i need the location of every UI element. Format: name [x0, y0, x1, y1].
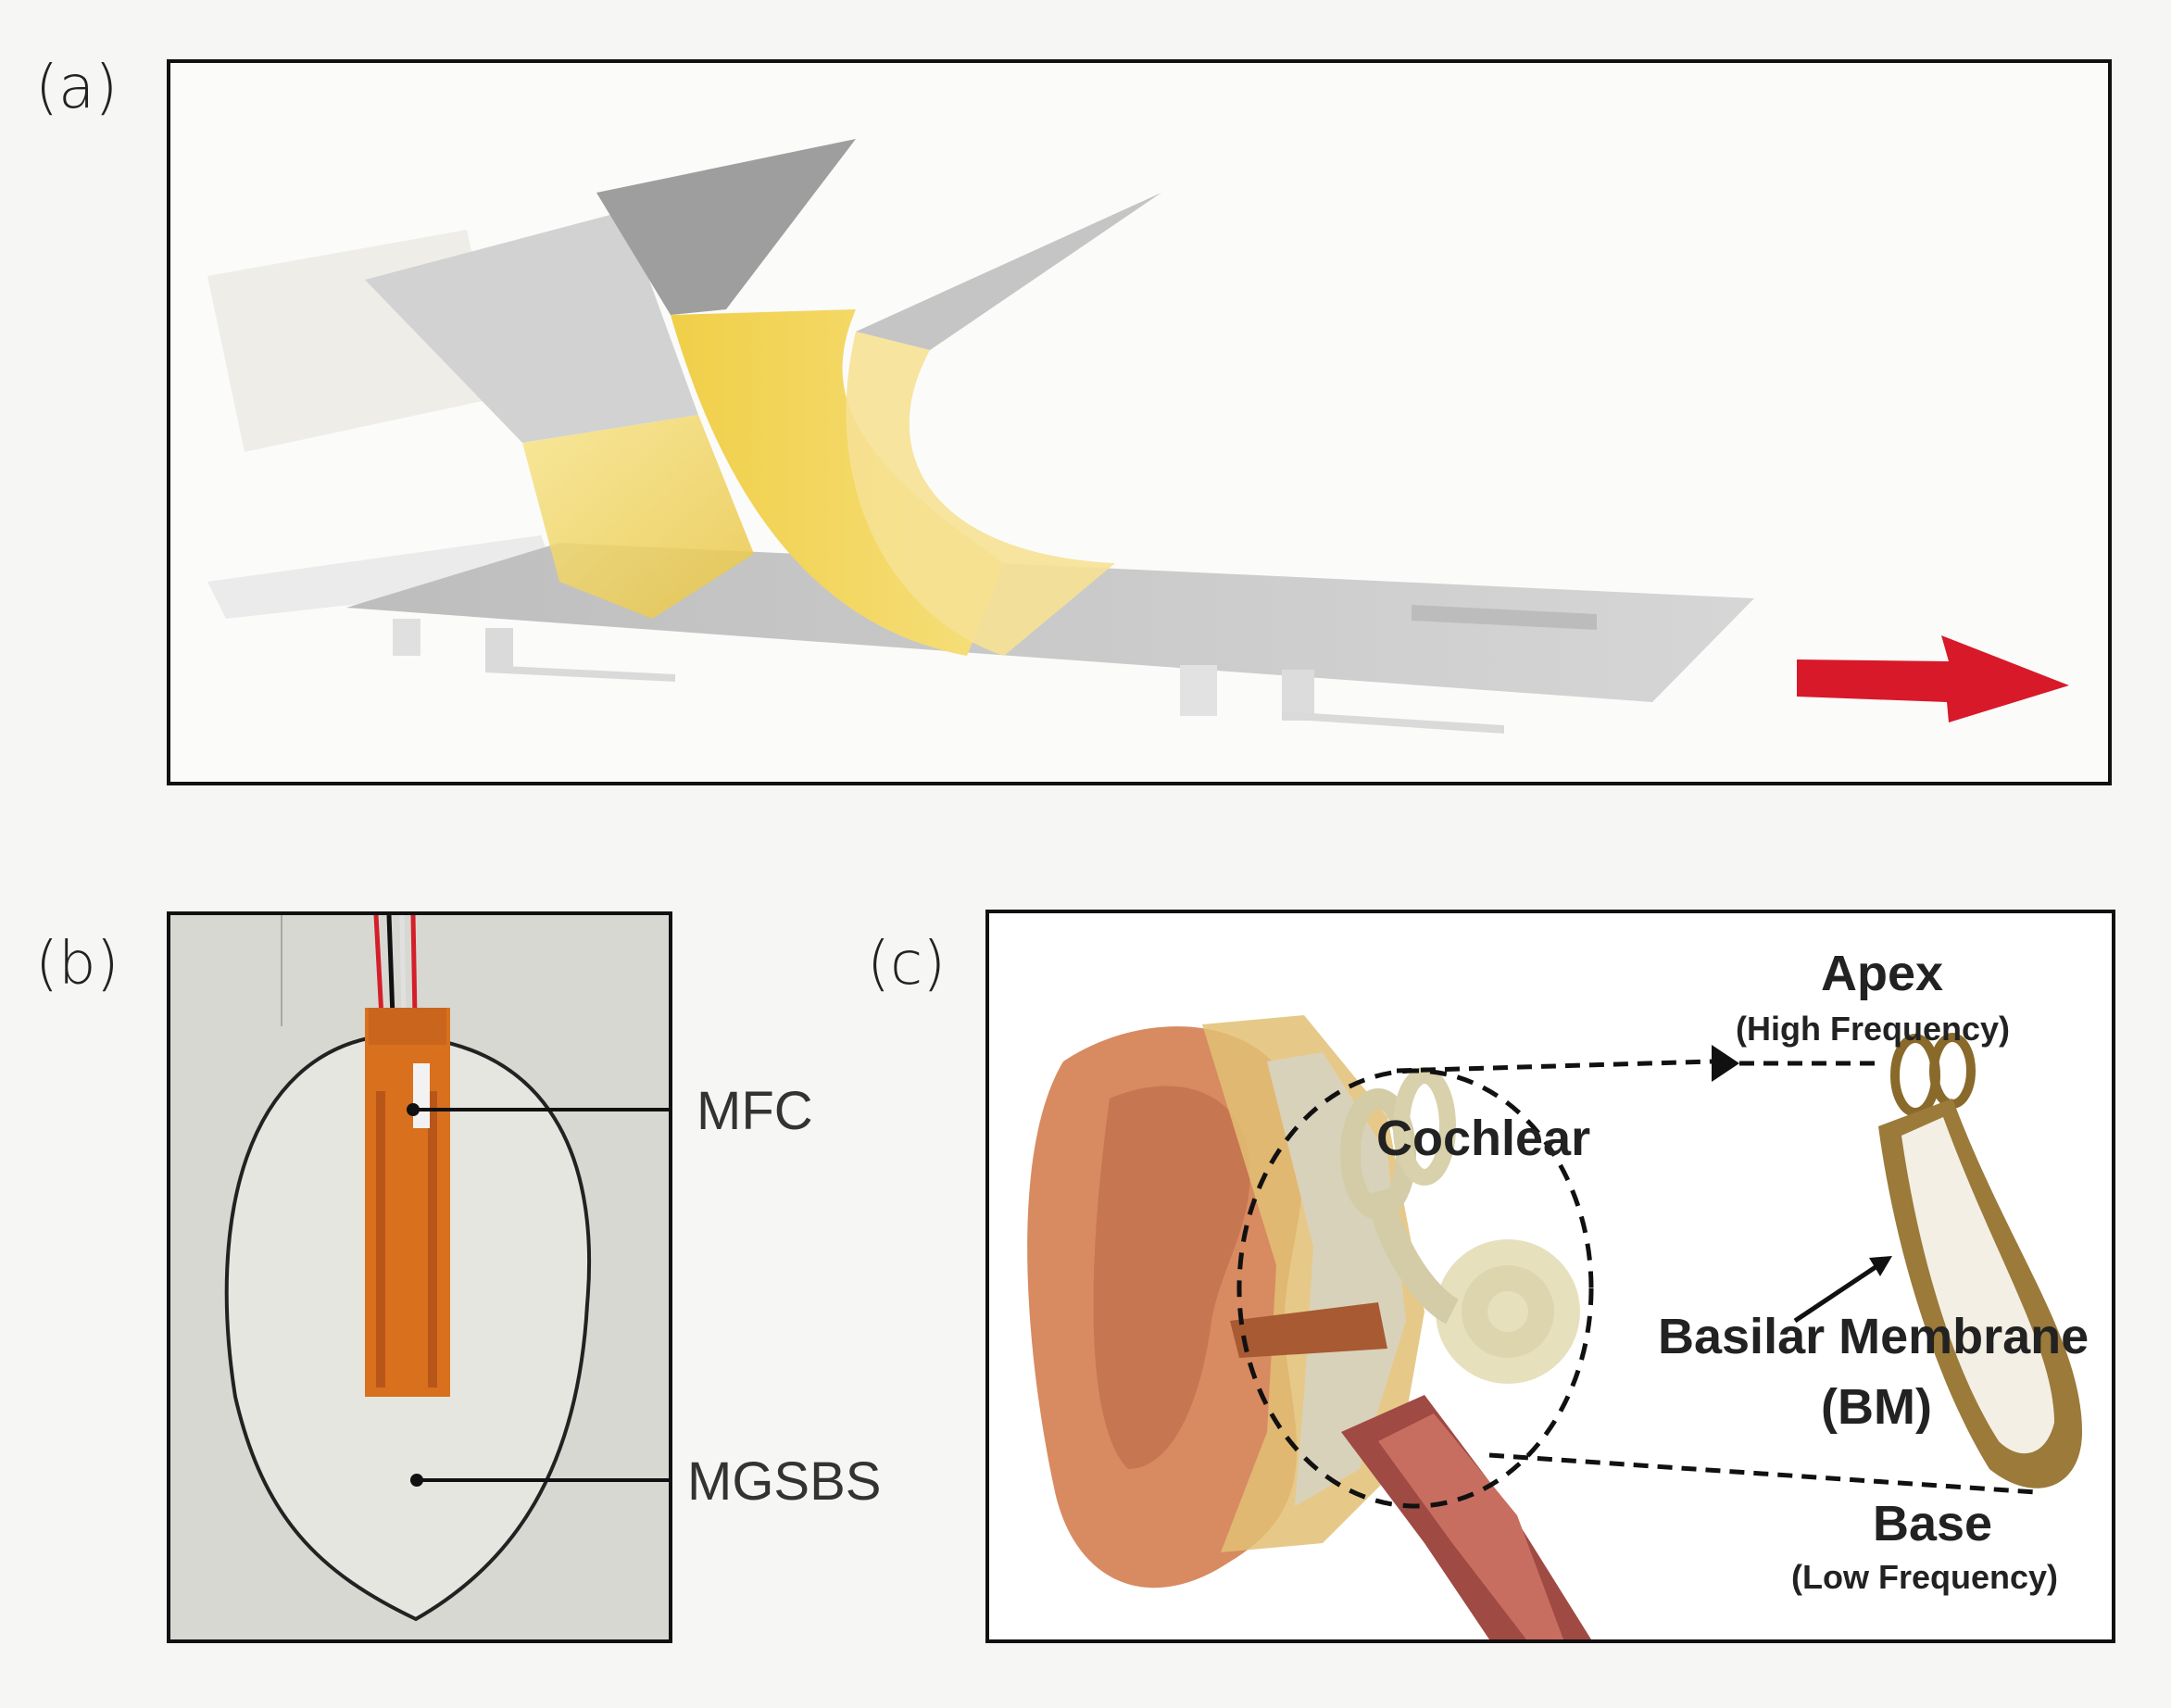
panel-b-label: (b): [35, 930, 119, 998]
base-frequency-label: (Low Frequency): [1791, 1558, 2059, 1596]
direction-arrow-icon: [1797, 635, 2069, 722]
top-wall-center: [596, 139, 856, 315]
apex-arrowhead-icon: [1712, 1045, 1739, 1082]
ghost-shadow: [207, 535, 559, 619]
panel-b-frame: [167, 911, 672, 1643]
base-label: Base: [1873, 1496, 1993, 1551]
mfc-label: MFC: [696, 1081, 813, 1141]
mgsbs-label: MGSBS: [687, 1451, 882, 1512]
top-wall-right: [856, 193, 1161, 350]
support-foot: [485, 665, 675, 682]
panel-a-frame: [167, 59, 2112, 785]
device-photo: [170, 915, 669, 1639]
cochlear-label: Cochlear: [1376, 1111, 1591, 1166]
apex-projection-line: [1396, 1059, 1713, 1074]
cochlear-highlight-circle: [1236, 1068, 1594, 1509]
membrane-model-illustration: [207, 139, 2069, 734]
panel-a-label: (a): [35, 54, 119, 122]
support-leg: [485, 628, 513, 670]
apex-frequency-label: (High Frequency): [1736, 1010, 2011, 1048]
plate-slot: [1412, 605, 1597, 630]
basilar-membrane-label: Basilar Membrane: [1658, 1309, 2089, 1364]
ear-anatomy-illustration: [1027, 1015, 2082, 1639]
cochlea-icon: [1340, 1067, 1580, 1384]
temporal-bone: [1267, 1052, 1406, 1506]
bm-abbrev-label: (BM): [1821, 1379, 1932, 1435]
membrane-fold-right: [846, 332, 1115, 656]
panel-c-frame: [985, 910, 2115, 1643]
support-foot: [1282, 711, 1504, 734]
support-leg: [393, 619, 420, 656]
support-leg: [1180, 665, 1217, 716]
bm-arrowhead-icon: [1869, 1256, 1892, 1276]
panel-c-label: (c): [867, 930, 947, 998]
bm-pointer-line: [1793, 1262, 1880, 1324]
base-projection-line: [1488, 1452, 2037, 1495]
ear-canal: [1230, 1302, 1387, 1358]
membrane-fold-left: [522, 415, 754, 619]
apex-label: Apex: [1821, 946, 1944, 1001]
top-wall-left: [365, 211, 698, 443]
uncoiled-cochlea: [1878, 1033, 2082, 1488]
